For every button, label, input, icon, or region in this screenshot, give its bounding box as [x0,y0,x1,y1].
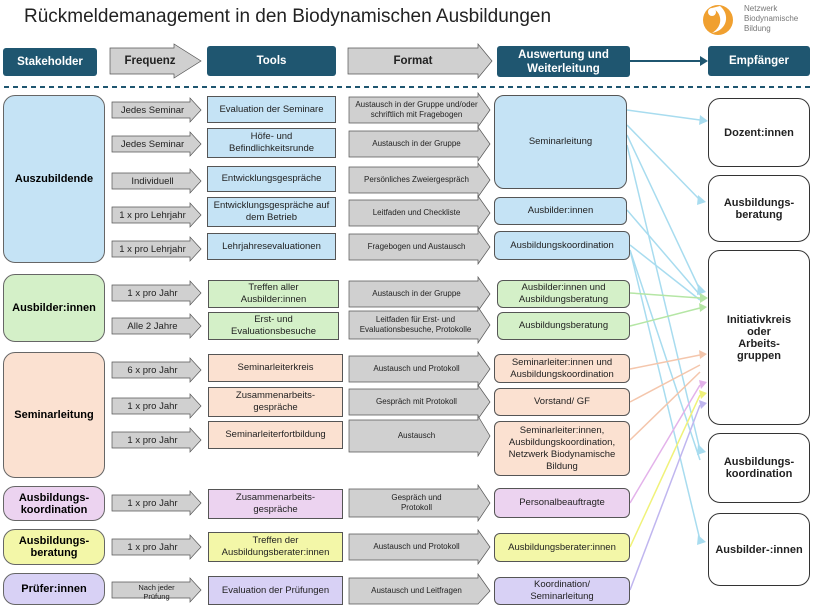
tool-box: Treffen der Ausbildungsberater:innen [208,532,343,562]
connector-arrowheads [697,115,708,545]
format-label: Austausch in der Gruppe [372,139,461,148]
frequency-label: 1 x pro Jahr [127,497,178,509]
frequency-label: Alle 2 Jahre [127,320,178,332]
header-arrow-frequenz [109,43,202,79]
output-box: Seminarleiter:innen und Ausbildungskoord… [494,354,630,383]
format-label: Gespräch mit Protokoll [376,397,457,406]
output-box: Ausbilder:innen und Ausbildungsberatung [497,280,630,308]
logo-line-1: Netzwerk [744,4,778,13]
output-box: Seminarleitung [494,95,627,189]
tool-box: Treffen aller Ausbilder:innen [208,280,339,308]
format-label: Austausch in der Gruppe [372,289,461,298]
page-title: Rückmeldemanagement in den Biodynamische… [24,6,552,27]
frequency-label: Jedes Seminar [120,138,185,150]
recipient-ausbildungskoordination: Ausbildungs-koordination [708,433,810,503]
logo-text: Netzwerk Biodynamische Bildung [744,4,798,34]
output-box: Ausbildungsberater:innen [494,533,630,562]
format-label: Fragebogen und Austausch [367,242,466,251]
output-box: Ausbilder:innen [494,197,627,225]
logo-line-3: Bildung [744,24,771,33]
tool-box: Evaluation der Seminare [207,96,336,123]
network-logo-icon [703,5,733,35]
output-box: Vorstand/ GF [494,388,630,416]
tool-box: Entwicklungsgespräche auf dem Betrieb [207,197,336,227]
format-label: Austausch und Protokoll [373,364,460,373]
header-arrow-format [347,43,493,79]
header-frequenz: Frequenz [124,55,176,67]
stakeholder-pruefer: Prüfer:innen [3,573,105,605]
tool-box: Evaluation der Prüfungen [208,576,343,605]
output-box: Koordination/ Seminarleitung [494,577,630,605]
format-label: Leitfaden und Checkliste [372,208,461,217]
tool-box: Lehrjahresevaluationen [207,233,336,260]
frequency-label: Jedes Seminar [120,104,185,116]
stakeholder-ausbilder: Ausbilder:innen [3,274,105,342]
frequency-label: 6 x pro Jahr [127,364,178,376]
tool-box: Entwicklungsgespräche [207,166,336,192]
recipient-dozentinnen: Dozent:innen [708,98,810,167]
header-format: Format [393,55,433,67]
format-label: Persönliches Zweiergespräch [364,175,469,184]
stakeholder-beratung: Ausbildungs-beratung [3,529,105,565]
tool-box: Zusammenarbeits-gespräche [208,489,343,519]
stakeholder-seminarleitung: Seminarleitung [3,352,105,478]
logo-line-2: Biodynamische [744,14,799,23]
recipient-ausbilderinnen: Ausbilder-:innen [708,513,810,586]
format-label: Austausch [397,431,436,440]
frequency-label: Nach jeder Prüfung [138,583,175,601]
tool-box: Seminarleiterkreis [208,354,343,382]
format-arrows [348,91,491,605]
tool-box: Zusammenarbeits-gespräche [208,387,343,417]
format-label: Austausch in der Gruppe und/oder schrift… [355,100,478,119]
header-auswertung: Auswertung und Weiterleitung [497,46,630,77]
frequency-label: 1 x pro Lehrjahr [119,209,186,221]
format-label: Austausch und Protokoll [373,542,460,551]
output-box: Ausbildungskoordination [494,231,630,260]
frequency-label: 1 x pro Jahr [127,541,178,553]
output-box: Personalbeauftragte [494,488,630,518]
stakeholder-koordination: Ausbildungs-koordination [3,486,105,521]
header-connector-head [700,56,708,66]
tool-box: Seminarleiterfortbildung [208,421,343,449]
recipient-initiativkreis: Initiativkreis oder Arbeits-gruppen [708,250,810,425]
header-tools: Tools [207,46,336,76]
header-stakeholder: Stakeholder [3,48,97,76]
tool-box: Erst- und Evaluationsbesuche [208,312,339,340]
frequency-label: 1 x pro Jahr [127,434,178,446]
format-label: Austausch und Leitfragen [371,586,462,595]
format-label: Leitfaden für Erst- und Evaluationsbesuc… [359,315,472,334]
recipient-connectors [626,109,701,591]
tool-box: Höfe- und Befindlichkeitsrunde [207,128,336,158]
header-empfaenger: Empfänger [708,46,810,76]
recipient-ausbildungsberatung: Ausbildungs-beratung [708,175,810,242]
frequency-label: Individuell [131,175,174,187]
output-box: Seminarleiter:innen, Ausbildungskoordina… [494,421,630,476]
frequency-label: 1 x pro Lehrjahr [119,243,186,255]
stakeholder-auszubildende: Auszubildende [3,95,105,263]
frequency-arrows [111,97,202,603]
output-box: Ausbildungsberatung [497,312,630,340]
frequency-label: 1 x pro Jahr [127,400,178,412]
frequency-label: 1 x pro Jahr [127,287,178,299]
format-label: Gespräch und Protokoll [391,493,442,512]
